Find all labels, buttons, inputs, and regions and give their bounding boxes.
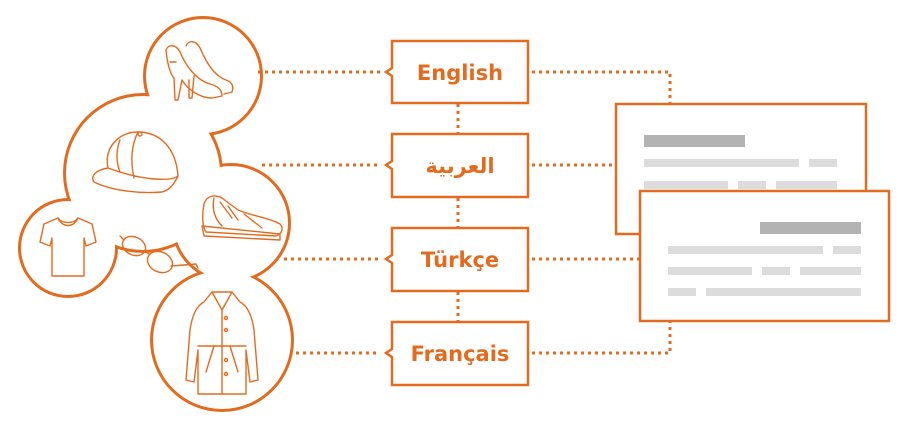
language-box-french: Français [383,320,530,387]
language-box-english: English [383,39,530,105]
sunglasses-icon [119,235,199,274]
product-cloud [18,16,294,412]
language-label-turkish: Türkçe [421,248,499,272]
connector-lines [258,70,672,355]
language-box-arabic: العربية [383,132,530,199]
language-box-turkish: Türkçe [383,226,530,293]
language-label-french: Français [411,342,510,366]
cap-icon [92,131,179,194]
language-label-english: English [417,61,503,85]
high-heels-icon [165,41,234,101]
language-label-arabic: العربية [425,154,494,178]
sneaker-icon [201,195,283,241]
coat-icon [185,291,259,395]
tshirt-icon [39,217,97,277]
document-front [638,189,891,323]
